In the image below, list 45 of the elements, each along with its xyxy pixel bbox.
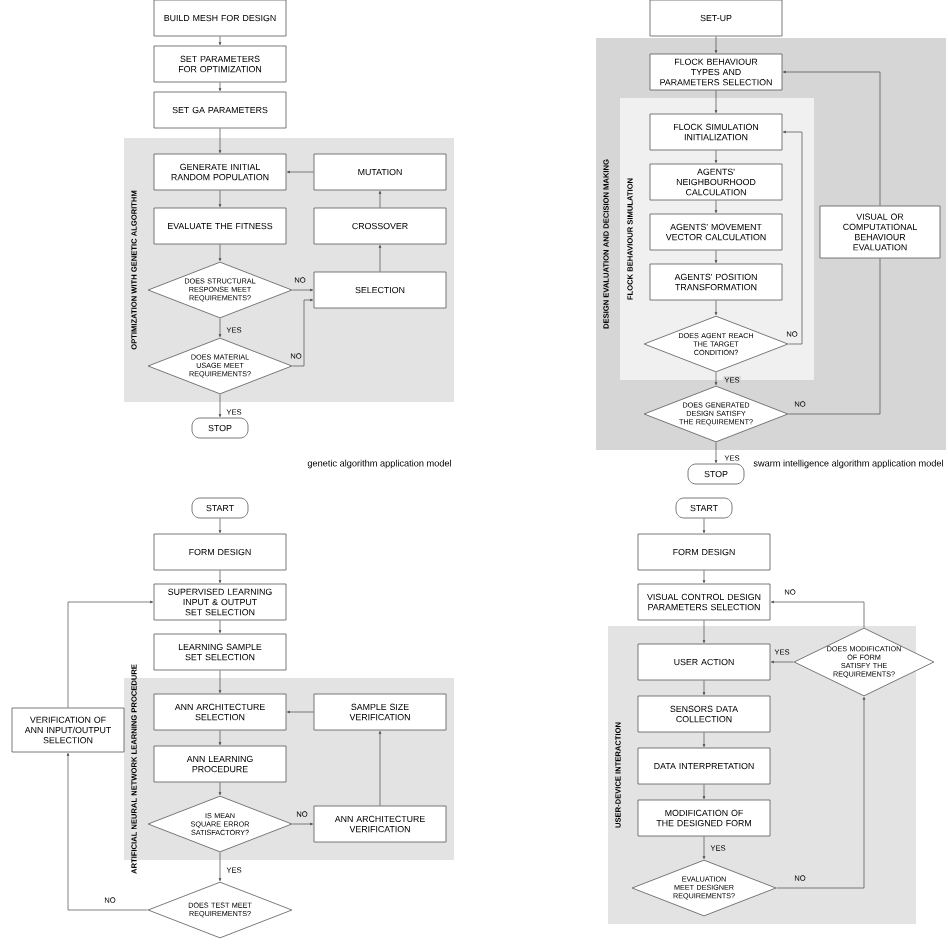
arrow — [218, 620, 222, 634]
arrow — [292, 822, 314, 826]
arrow — [776, 697, 866, 889]
arrow — [286, 170, 314, 174]
arrow — [218, 570, 222, 584]
arrow — [218, 318, 222, 338]
arrow — [378, 245, 382, 272]
arrow — [702, 836, 706, 860]
arrow — [714, 300, 718, 316]
arrow — [714, 372, 718, 386]
arrow — [783, 70, 881, 206]
arrow — [378, 191, 382, 208]
arrow — [218, 244, 222, 262]
arrow — [218, 670, 222, 694]
arrow — [702, 784, 706, 800]
arrow — [702, 620, 706, 644]
arrow — [702, 570, 706, 584]
arrow — [702, 680, 706, 696]
arrow — [218, 128, 222, 154]
arrow — [292, 288, 314, 292]
arrow — [378, 731, 382, 806]
arrow — [714, 442, 718, 464]
arrow — [218, 782, 222, 796]
arrow — [292, 298, 314, 367]
arrow — [714, 36, 718, 54]
arrow — [771, 600, 865, 628]
arrow — [218, 394, 222, 418]
arrow — [218, 518, 222, 534]
connector-line — [788, 258, 881, 415]
arrow — [286, 710, 314, 714]
arrow — [702, 518, 706, 534]
arrow — [218, 82, 222, 92]
arrow — [783, 130, 803, 345]
arrow — [714, 90, 718, 114]
arrow — [218, 730, 222, 746]
arrow — [714, 250, 718, 264]
arrow — [218, 190, 222, 208]
arrow — [66, 753, 148, 911]
arrow — [714, 150, 718, 164]
arrow — [218, 852, 222, 882]
arrow — [218, 36, 222, 45]
arrow — [714, 200, 718, 214]
arrow — [67, 600, 154, 708]
arrow — [702, 732, 706, 748]
arrow — [771, 660, 794, 664]
